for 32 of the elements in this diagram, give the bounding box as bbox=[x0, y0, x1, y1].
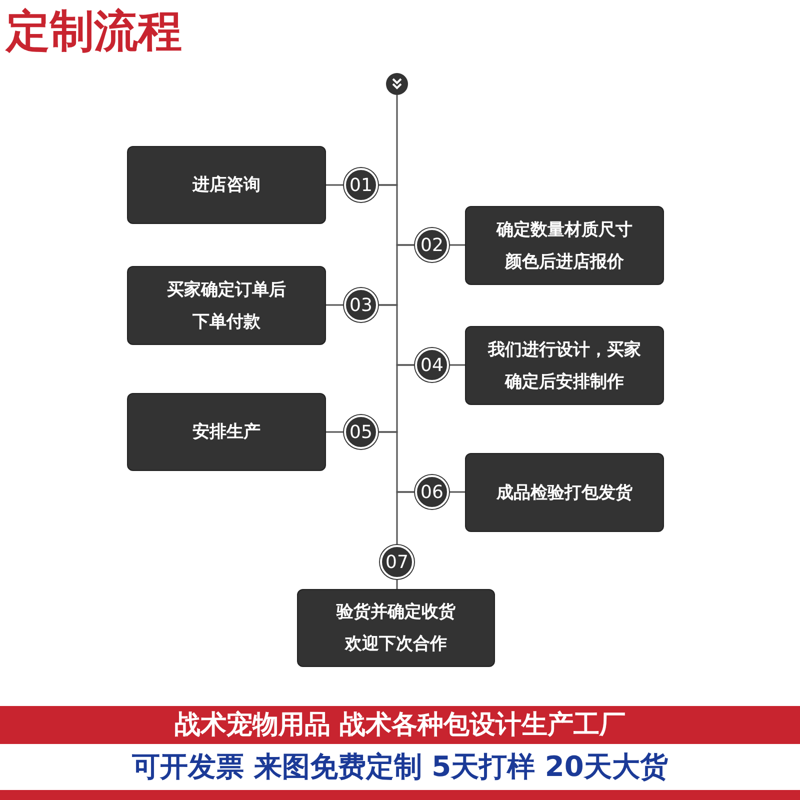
step-number-circle: 02 bbox=[415, 228, 449, 262]
connector-line bbox=[396, 579, 398, 589]
step-text: 验货并确定收货欢迎下次合作 bbox=[335, 601, 456, 656]
step-number-circle: 03 bbox=[344, 288, 378, 322]
connector-line bbox=[449, 364, 465, 366]
step-text: 买家确定订单后下单付款 bbox=[167, 278, 286, 334]
step-text: 成品检验打包发货 bbox=[496, 482, 632, 504]
connector-line bbox=[326, 304, 344, 306]
step-box bbox=[127, 266, 326, 345]
step-box bbox=[465, 453, 664, 532]
connector-line bbox=[326, 431, 344, 433]
connector-line bbox=[449, 244, 465, 246]
step-box bbox=[297, 589, 495, 667]
page-title: 定制流程 bbox=[6, 5, 182, 59]
connector-line bbox=[449, 491, 465, 493]
connector-line bbox=[326, 184, 344, 186]
step-number-circle: 05 bbox=[344, 415, 378, 449]
step-number-circle: 04 bbox=[415, 348, 449, 382]
step-text: 进店咨询 bbox=[191, 174, 262, 197]
connector-line bbox=[396, 491, 415, 545]
step-text: 我们进行设计，买家确定后安排制作 bbox=[488, 338, 641, 394]
step-text: 确定数量材质尺寸颜色后进店报价 bbox=[496, 218, 632, 274]
step-box bbox=[465, 326, 664, 405]
step-number-circle: 01 bbox=[344, 168, 378, 202]
circle-marker bbox=[386, 73, 408, 95]
banner-text: 战术宠物用品 战术各种包设计生产工厂 bbox=[0, 706, 800, 744]
step-text: 安排生产 bbox=[192, 421, 262, 444]
step-box bbox=[127, 146, 326, 224]
step-box bbox=[127, 393, 326, 471]
step-number-circle: 07 bbox=[380, 545, 414, 579]
step-number-circle: 06 bbox=[415, 475, 449, 509]
step-box bbox=[465, 206, 664, 285]
